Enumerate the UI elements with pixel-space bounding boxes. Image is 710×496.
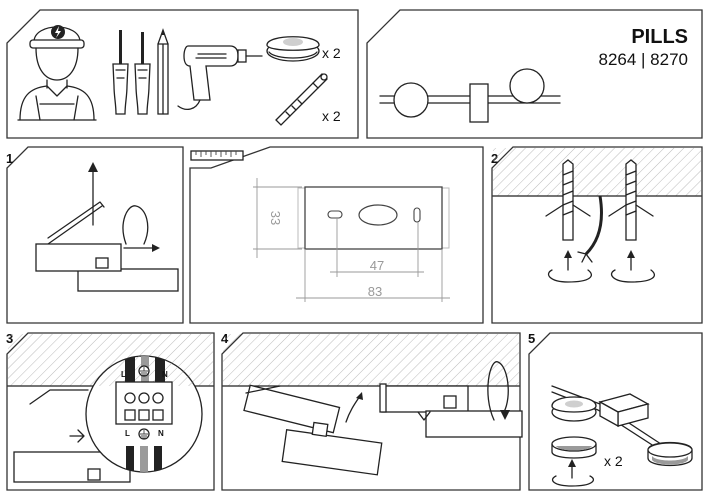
fixture-preview-icon xyxy=(379,68,561,123)
pencil-icon xyxy=(157,28,169,115)
anchor-drilled-icon xyxy=(545,159,654,241)
dimension-length: 83 xyxy=(368,284,382,299)
step-5-number: 5 xyxy=(528,331,535,346)
wall-anchor-icon xyxy=(275,73,328,126)
canopy-fixed-icon xyxy=(379,361,523,438)
drill-icon xyxy=(177,45,263,111)
earth-icon xyxy=(138,365,150,440)
dimensions-panel: 33 47 83 xyxy=(189,146,484,324)
step-4-panel: 4 xyxy=(221,331,523,491)
ceiling-hatch xyxy=(223,334,519,386)
ceiling-hatch xyxy=(493,148,701,196)
lamp-head-icon xyxy=(647,441,693,467)
step-2-panel: 2 xyxy=(491,146,703,324)
title-panel: PILLS 8264 | 8270 xyxy=(366,9,703,139)
mounting-plate-drawing xyxy=(297,186,450,250)
ruler-icon xyxy=(190,150,244,161)
cable-icon xyxy=(577,195,603,263)
step-1-number: 1 xyxy=(6,151,13,166)
dimension-height: 33 xyxy=(268,211,283,225)
cap-screw-icon xyxy=(266,36,320,62)
terminal-label-l-top: L xyxy=(121,370,126,379)
screwdriver-icon xyxy=(134,32,151,115)
lamps-quantity: x 2 xyxy=(604,453,623,469)
tools-panel: x 2 x 2 xyxy=(6,9,359,139)
terminal-label-n-top: N xyxy=(162,370,168,379)
canopy-lift-icon xyxy=(35,162,179,292)
terminal-block-zoom: L N L N xyxy=(85,355,203,473)
product-codes: 8264 | 8270 xyxy=(599,50,689,69)
step-3-panel: 3 xyxy=(6,331,215,491)
terminal-label-n-bottom: N xyxy=(158,429,164,438)
rotate-arrow-icon xyxy=(547,250,655,283)
dimension-lines xyxy=(253,178,450,302)
dimension-hole-spacing: 47 xyxy=(370,258,384,273)
terminal-label-l-bottom: L xyxy=(125,429,130,438)
anchors-quantity: x 2 xyxy=(322,108,341,124)
screwdriver-icon xyxy=(112,30,129,115)
product-name: PILLS xyxy=(631,26,688,48)
worker-icon xyxy=(17,25,97,121)
step-1-panel: 1 xyxy=(6,146,184,324)
lamp-cap-icon xyxy=(551,396,597,487)
canopy-tilt-icon xyxy=(243,384,383,476)
step-5-panel: 5 x 2 xyxy=(528,331,703,491)
screws-quantity: x 2 xyxy=(322,45,341,61)
